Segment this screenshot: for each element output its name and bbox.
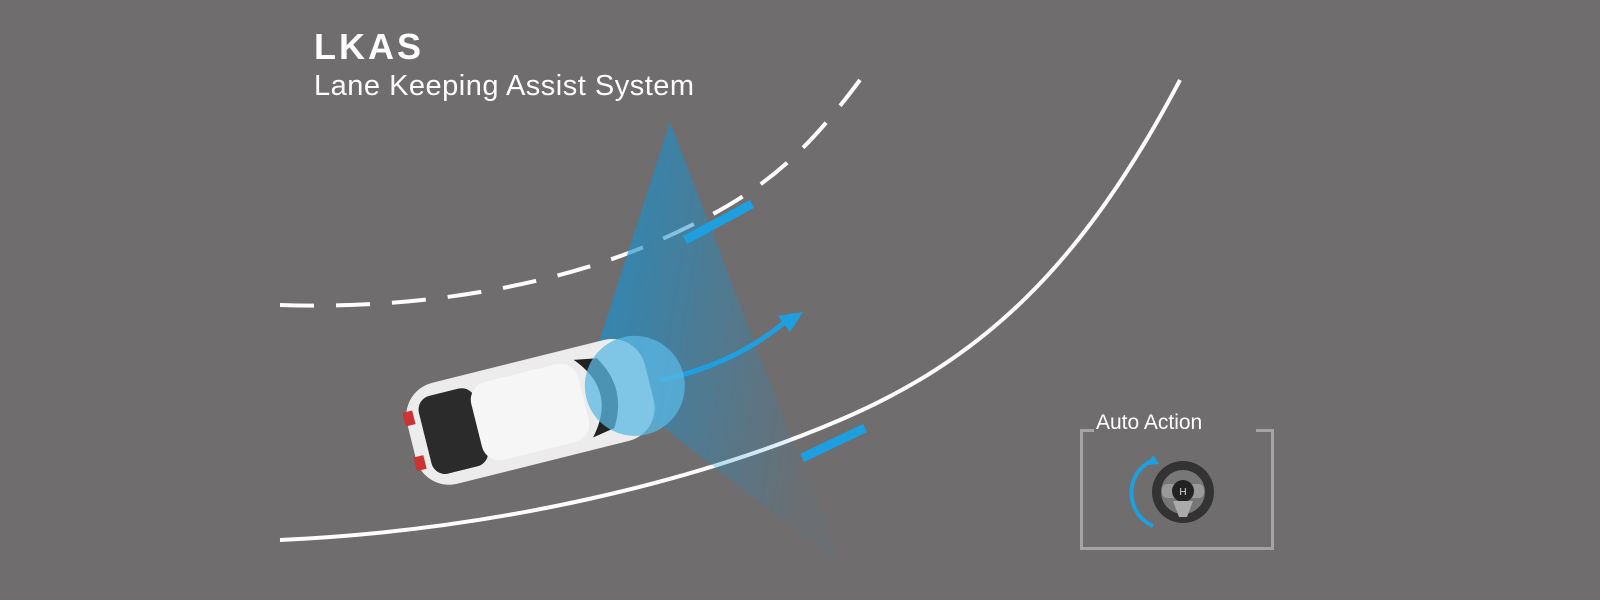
car-top-view xyxy=(402,335,685,485)
camera-detection-cone xyxy=(590,122,840,565)
auto-action-panel: H xyxy=(1080,429,1274,550)
svg-text:H: H xyxy=(1179,487,1186,498)
rotation-arc-icon xyxy=(1129,458,1154,528)
feature-subtitle: Lane Keeping Assist System xyxy=(314,70,695,102)
solid-lane-line xyxy=(279,79,1182,542)
arrow-head-icon xyxy=(778,312,803,332)
dashed-lane-line xyxy=(279,78,862,308)
detected-lane-segment xyxy=(800,423,867,463)
steering-wheel-icon: H xyxy=(1129,455,1214,528)
feature-title: LKAS xyxy=(314,26,424,67)
detected-lane-segment xyxy=(682,200,755,244)
auto-action-label: Auto Action xyxy=(1094,411,1248,435)
